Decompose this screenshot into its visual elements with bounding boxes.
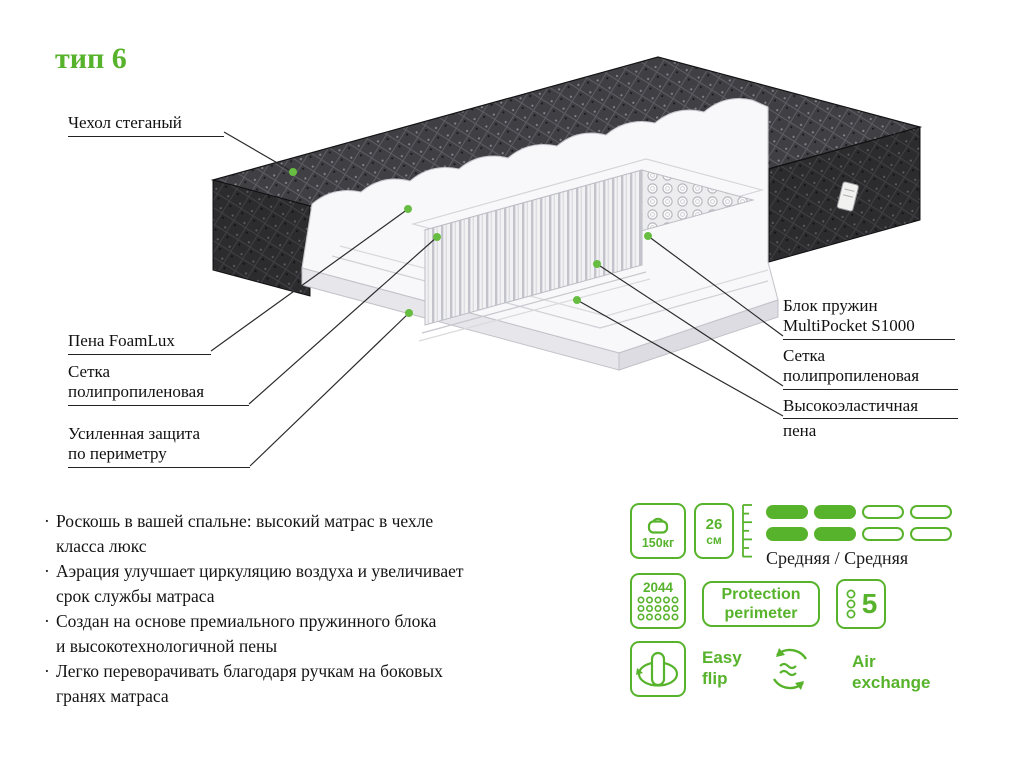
easy-flip-box — [630, 641, 686, 697]
annotation-foamlux: Пена FoamLux — [68, 331, 211, 355]
annotation-text: Сетка — [783, 346, 826, 365]
max-weight-box: 150кг — [630, 503, 686, 559]
annotation-text: по периметру — [68, 444, 167, 463]
firmness-pill-filled — [766, 527, 808, 541]
leader-lines — [210, 131, 784, 467]
spring-block — [410, 158, 765, 342]
warranty-value: 5 — [861, 588, 878, 619]
bullet-marker: · — [44, 561, 50, 581]
firmness-label: Средняя / Средняя — [766, 548, 909, 568]
kettlebell-icon — [647, 517, 669, 534]
height-value: 26 — [705, 515, 723, 533]
flip-mattress-icon — [636, 651, 679, 687]
springs-count-value: 2044 — [642, 579, 674, 595]
annotation-text: Усиленная защита — [68, 424, 201, 443]
feature-item: · Легко переворачивать благодаря ручкам … — [44, 661, 443, 706]
firmness-pill-empty — [862, 505, 904, 519]
annotation-elastic-foam: Высокоэластичная пена — [783, 396, 958, 441]
feature-item: · Аэрация улучшает циркуляцию воздуха и … — [44, 561, 464, 606]
firmness-pill-filled — [814, 505, 856, 519]
ruler-icon — [742, 504, 752, 558]
height-unit: см — [706, 532, 722, 547]
springs-grid-icon — [637, 595, 679, 620]
firmness-pill-empty — [862, 527, 904, 541]
annotation-text: пена — [783, 421, 817, 440]
annotation-text: MultiPocket S1000 — [783, 316, 915, 335]
badge-line: perimeter — [724, 605, 798, 622]
warranty-box: 5 — [836, 579, 886, 629]
annotation-text: Пена FoamLux — [68, 331, 175, 350]
coil-icon — [846, 589, 856, 619]
annotation-net-right: Сетка полипропиленовая — [783, 346, 958, 390]
max-weight-value: 150кг — [641, 536, 675, 550]
annotation-text: Блок пружин — [783, 296, 878, 315]
annotation-text: Сетка — [68, 362, 111, 381]
air-exchange-label: Air exchange — [852, 652, 931, 692]
bullet-marker: · — [44, 661, 50, 681]
firmness-pill-empty — [910, 505, 952, 519]
annotation-cover: Чехол стеганый — [68, 113, 224, 137]
air-exchange-icon — [772, 648, 808, 690]
label-tag — [836, 181, 859, 212]
annotation-text: полипропиленовая — [783, 366, 920, 385]
feature-item: · Роскошь в вашей спальне: высокий матра… — [44, 511, 434, 556]
annotation-text: полипропиленовая — [68, 382, 205, 401]
annotation-perimeter: Усиленная защита по периметру — [68, 424, 250, 468]
annotation-text: Чехол стеганый — [68, 113, 182, 132]
annotation-net-left: Сетка полипропиленовая — [68, 362, 249, 406]
page-title: тип 6 — [55, 42, 127, 75]
protection-perimeter-badge: Protection perimeter — [702, 581, 820, 627]
firmness-row-bottom — [766, 527, 952, 541]
firmness-pill-empty — [910, 527, 952, 541]
springs-count-box: 2044 — [630, 573, 686, 629]
marker-dots — [289, 168, 652, 317]
annotation-text: Высокоэластичная — [783, 396, 958, 419]
annotation-springs: Блок пружин MultiPocket S1000 — [783, 296, 955, 340]
firmness-pill-filled — [766, 505, 808, 519]
feature-list: · Роскошь в вашей спальне: высокий матра… — [44, 509, 464, 709]
firmness-pill-filled — [814, 527, 856, 541]
badge-line: Protection — [721, 586, 801, 603]
feature-item: · Создан на основе премиального пружинно… — [44, 611, 437, 656]
height-box: 26 см — [694, 503, 734, 559]
easy-flip-label: Easy flip — [702, 648, 742, 688]
firmness-row-top — [766, 505, 952, 519]
bullet-marker: · — [44, 611, 50, 631]
bullet-marker: · — [44, 511, 50, 531]
